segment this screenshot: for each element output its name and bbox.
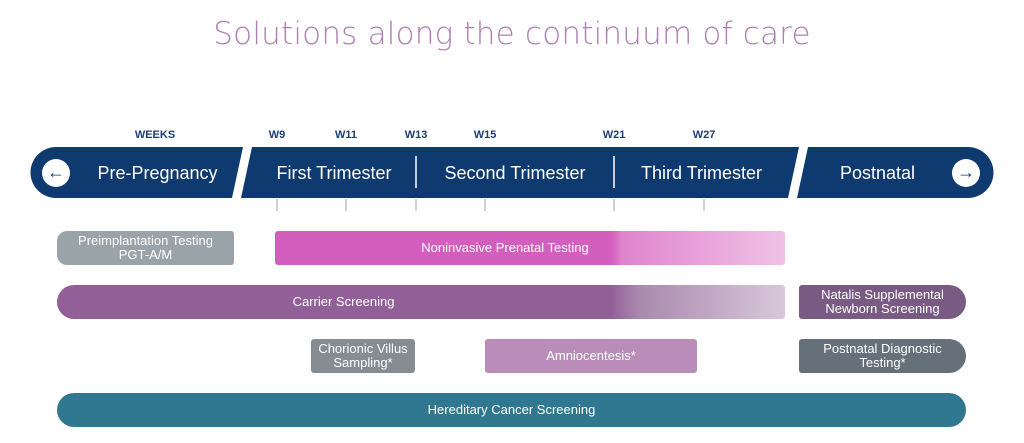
week-label-weeks: WEEKS bbox=[134, 129, 176, 141]
carrier-screening-bar: Carrier Screening bbox=[57, 285, 785, 319]
postnatal-diagnostic-bar: Postnatal Diagnostic Testing* bbox=[799, 339, 966, 373]
pgt-label-line1: Preimplantation Testing bbox=[78, 233, 213, 248]
arrow-right-icon: → bbox=[957, 162, 975, 182]
carrier-screening-label: Carrier Screening bbox=[292, 294, 395, 309]
stage-third-trimester: Third Trimester bbox=[640, 163, 763, 183]
week-label-w13: W13 bbox=[404, 129, 428, 141]
amniocentesis-label: Amniocentesis* bbox=[546, 348, 636, 363]
timeline-segment-pre-pregnancy bbox=[30, 147, 244, 198]
nipt-test-bar: Noninvasive Prenatal Testing bbox=[275, 231, 785, 265]
timeline-segment-postnatal bbox=[797, 147, 994, 198]
hereditary-cancer-bar: Hereditary Cancer Screening bbox=[57, 393, 966, 427]
week-label-w27: W27 bbox=[692, 129, 716, 141]
week-label-w15: W15 bbox=[473, 129, 497, 141]
natalis-label-line1: Natalis Supplemental bbox=[821, 287, 944, 302]
prev-arrow-button[interactable]: ← bbox=[42, 159, 70, 187]
next-arrow-button[interactable]: → bbox=[952, 159, 980, 187]
postnatal-label-line1: Postnatal Diagnostic bbox=[823, 341, 942, 356]
hereditary-cancer-label: Hereditary Cancer Screening bbox=[427, 402, 596, 417]
week-label-w9: W9 bbox=[268, 129, 286, 141]
week-label-w11: W11 bbox=[334, 129, 358, 141]
stage-pre-pregnancy: Pre-Pregnancy bbox=[97, 163, 218, 183]
amniocentesis-bar: Amniocentesis* bbox=[485, 339, 697, 373]
timeline-bar bbox=[30, 147, 994, 211]
cvs-label-line2: Sampling* bbox=[333, 355, 393, 370]
stage-second-trimester: Second Trimester bbox=[444, 163, 586, 183]
page-title: Solutions along the continuum of care bbox=[213, 16, 811, 52]
nipt-label: Noninvasive Prenatal Testing bbox=[421, 240, 589, 255]
stage-first-trimester: First Trimester bbox=[276, 163, 392, 183]
pgt-label-line2: PGT-A/M bbox=[118, 247, 173, 262]
cvs-label-line1: Chorionic Villus bbox=[318, 341, 408, 356]
arrow-left-icon: ← bbox=[47, 162, 65, 182]
week-label-w21: W21 bbox=[602, 129, 626, 141]
natalis-label-line2: Newborn Screening bbox=[825, 301, 940, 316]
stage-postnatal: Postnatal bbox=[839, 163, 916, 183]
cvs-test-bar: Chorionic Villus Sampling* bbox=[311, 339, 415, 373]
pgt-test-bar: Preimplantation Testing PGT-A/M bbox=[57, 231, 234, 265]
natalis-screening-bar: Natalis Supplemental Newborn Screening bbox=[799, 285, 966, 319]
timeline-segment-pregnancy bbox=[241, 147, 799, 198]
postnatal-label-line2: Testing* bbox=[859, 355, 906, 370]
